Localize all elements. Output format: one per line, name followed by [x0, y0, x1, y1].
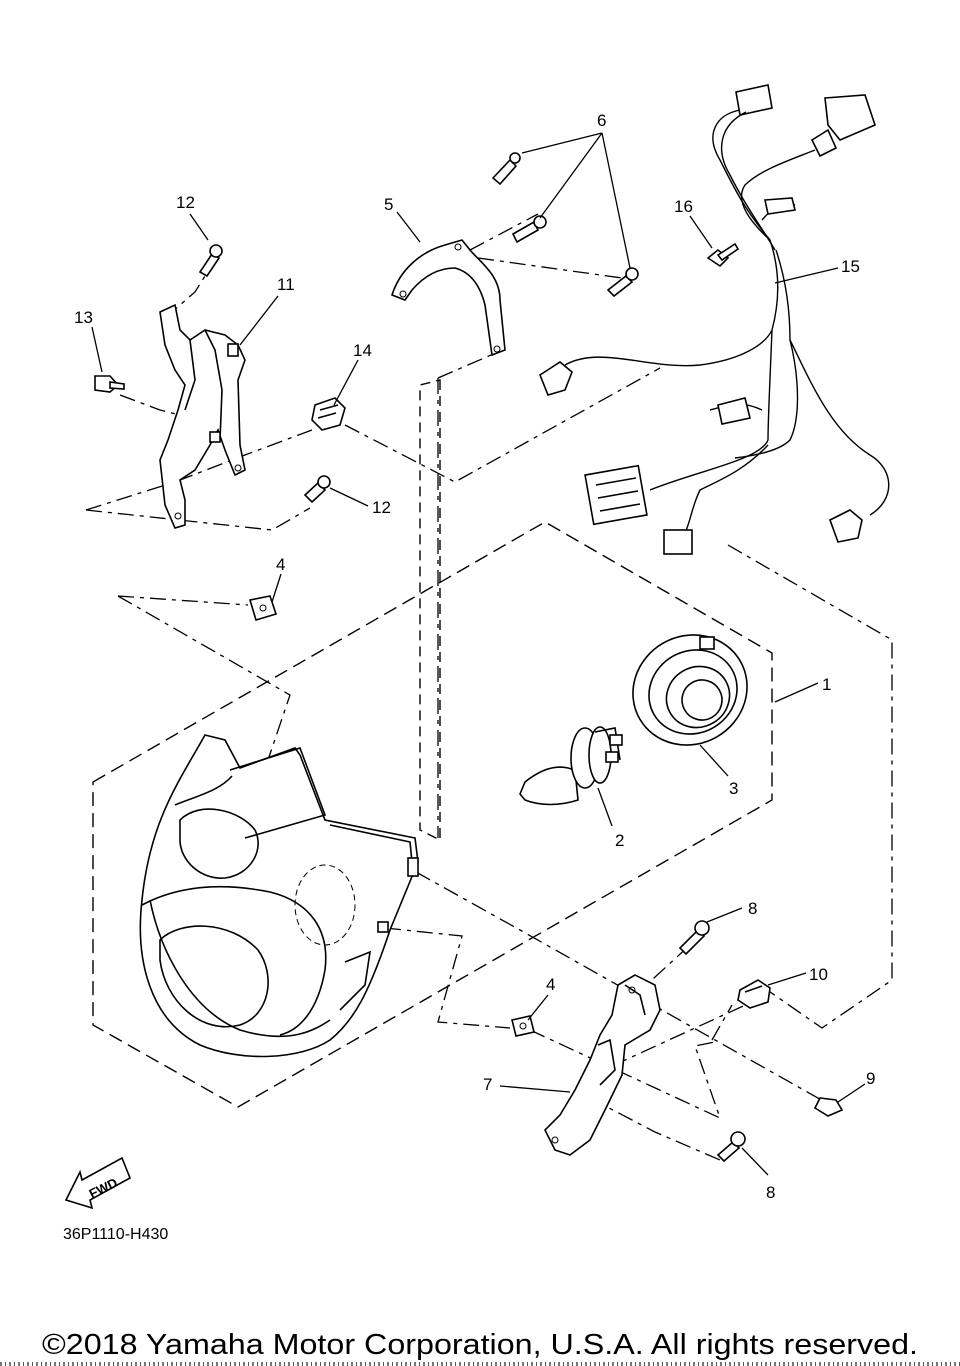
callout-16: 16	[674, 197, 693, 216]
callout-13: 13	[74, 308, 93, 327]
callout-labels: 1 2 3 4 4 5 6 7 8 8 9 10 11 12 12 13	[74, 111, 875, 1202]
callout-4-lower: 4	[546, 975, 555, 994]
scan-edge	[0, 1362, 960, 1366]
callout-2: 2	[615, 831, 624, 850]
bulb-cover	[632, 634, 748, 746]
assembly-boundaries	[92, 379, 773, 1108]
left-bracket	[159, 303, 246, 529]
callout-12-upper: 12	[176, 193, 195, 212]
callout-8-lower: 8	[766, 1183, 775, 1202]
clamp-clip-right	[737, 979, 771, 1009]
callout-5: 5	[384, 195, 393, 214]
callout-4-upper: 4	[276, 555, 285, 574]
callout-9: 9	[866, 1069, 875, 1088]
callout-8-upper: 8	[748, 899, 757, 918]
bulb	[519, 726, 623, 806]
headlight-housing	[139, 734, 419, 1058]
nut-upper	[248, 595, 278, 621]
bolts	[94, 152, 844, 1163]
callout-3: 3	[729, 779, 738, 798]
leader-lines	[85, 213, 893, 1161]
right-bracket	[544, 974, 661, 1156]
reference-code: 36P1110-H430	[63, 1226, 168, 1243]
fwd-arrow-icon: FWD	[64, 1156, 132, 1210]
callout-14: 14	[353, 341, 372, 360]
callout-11: 11	[277, 275, 295, 294]
callout-7: 7	[483, 1075, 492, 1094]
copyright-notice: ©2018 Yamaha Motor Corporation, U.S.A. A…	[42, 1329, 918, 1361]
callout-10: 10	[809, 965, 828, 984]
headlight-stay	[391, 239, 506, 357]
wire-harness	[539, 84, 890, 555]
clamp-clip	[311, 397, 346, 431]
callout-6: 6	[597, 111, 606, 130]
nut-lower	[511, 1015, 535, 1037]
callout-12-lower: 12	[372, 498, 391, 517]
callout-1: 1	[822, 675, 831, 694]
callout-15: 15	[841, 257, 860, 276]
